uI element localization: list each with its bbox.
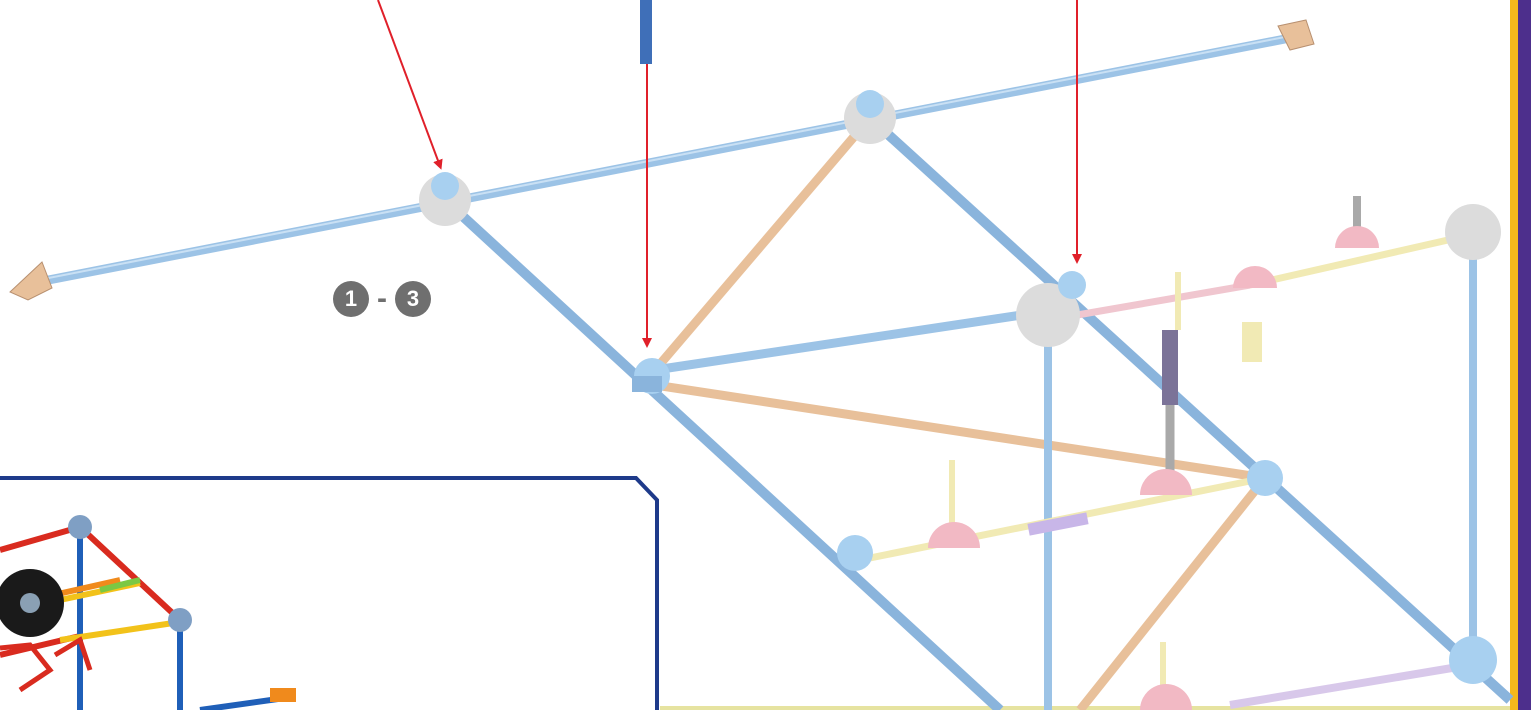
- right-edge-purple-band: [1518, 0, 1531, 710]
- rod-pink-bottom: [1229, 661, 1471, 709]
- rods: [23, 0, 1514, 710]
- step-number-end: 3: [395, 281, 431, 317]
- rod-diagonal-main: [441, 196, 1004, 710]
- rod-pink-top: [1059, 281, 1251, 322]
- connector-icon: [419, 172, 471, 226]
- inset-model: [0, 515, 296, 710]
- rod-tan-3: [1076, 475, 1269, 710]
- connectors: [9, 19, 1501, 710]
- arrows: [377, 0, 1082, 348]
- inset-frame: [0, 476, 659, 710]
- rod-yellow-top: [1249, 231, 1471, 289]
- rod-tan-2: [654, 380, 1266, 483]
- rod-lilac-mid: [1027, 512, 1089, 536]
- end-cap-left: [9, 261, 53, 301]
- rod-tan-1: [651, 115, 874, 373]
- arrow-icon: [377, 0, 443, 170]
- rod-blue-mid: [654, 305, 1056, 375]
- right-edge-gold-band: [1510, 0, 1518, 710]
- step-number-start: 1: [333, 281, 369, 317]
- inset-connector-icon: [68, 515, 92, 539]
- rod-diagonal-upper: [866, 114, 1514, 704]
- step-range-separator: -: [377, 282, 387, 315]
- rod-top-long: [23, 33, 1295, 289]
- rod-blue-hanging: [640, 0, 652, 64]
- end-cap-right: [1277, 19, 1315, 51]
- step-range-label: 1 - 3: [333, 280, 431, 318]
- rod-gray-tall: [1162, 330, 1178, 405]
